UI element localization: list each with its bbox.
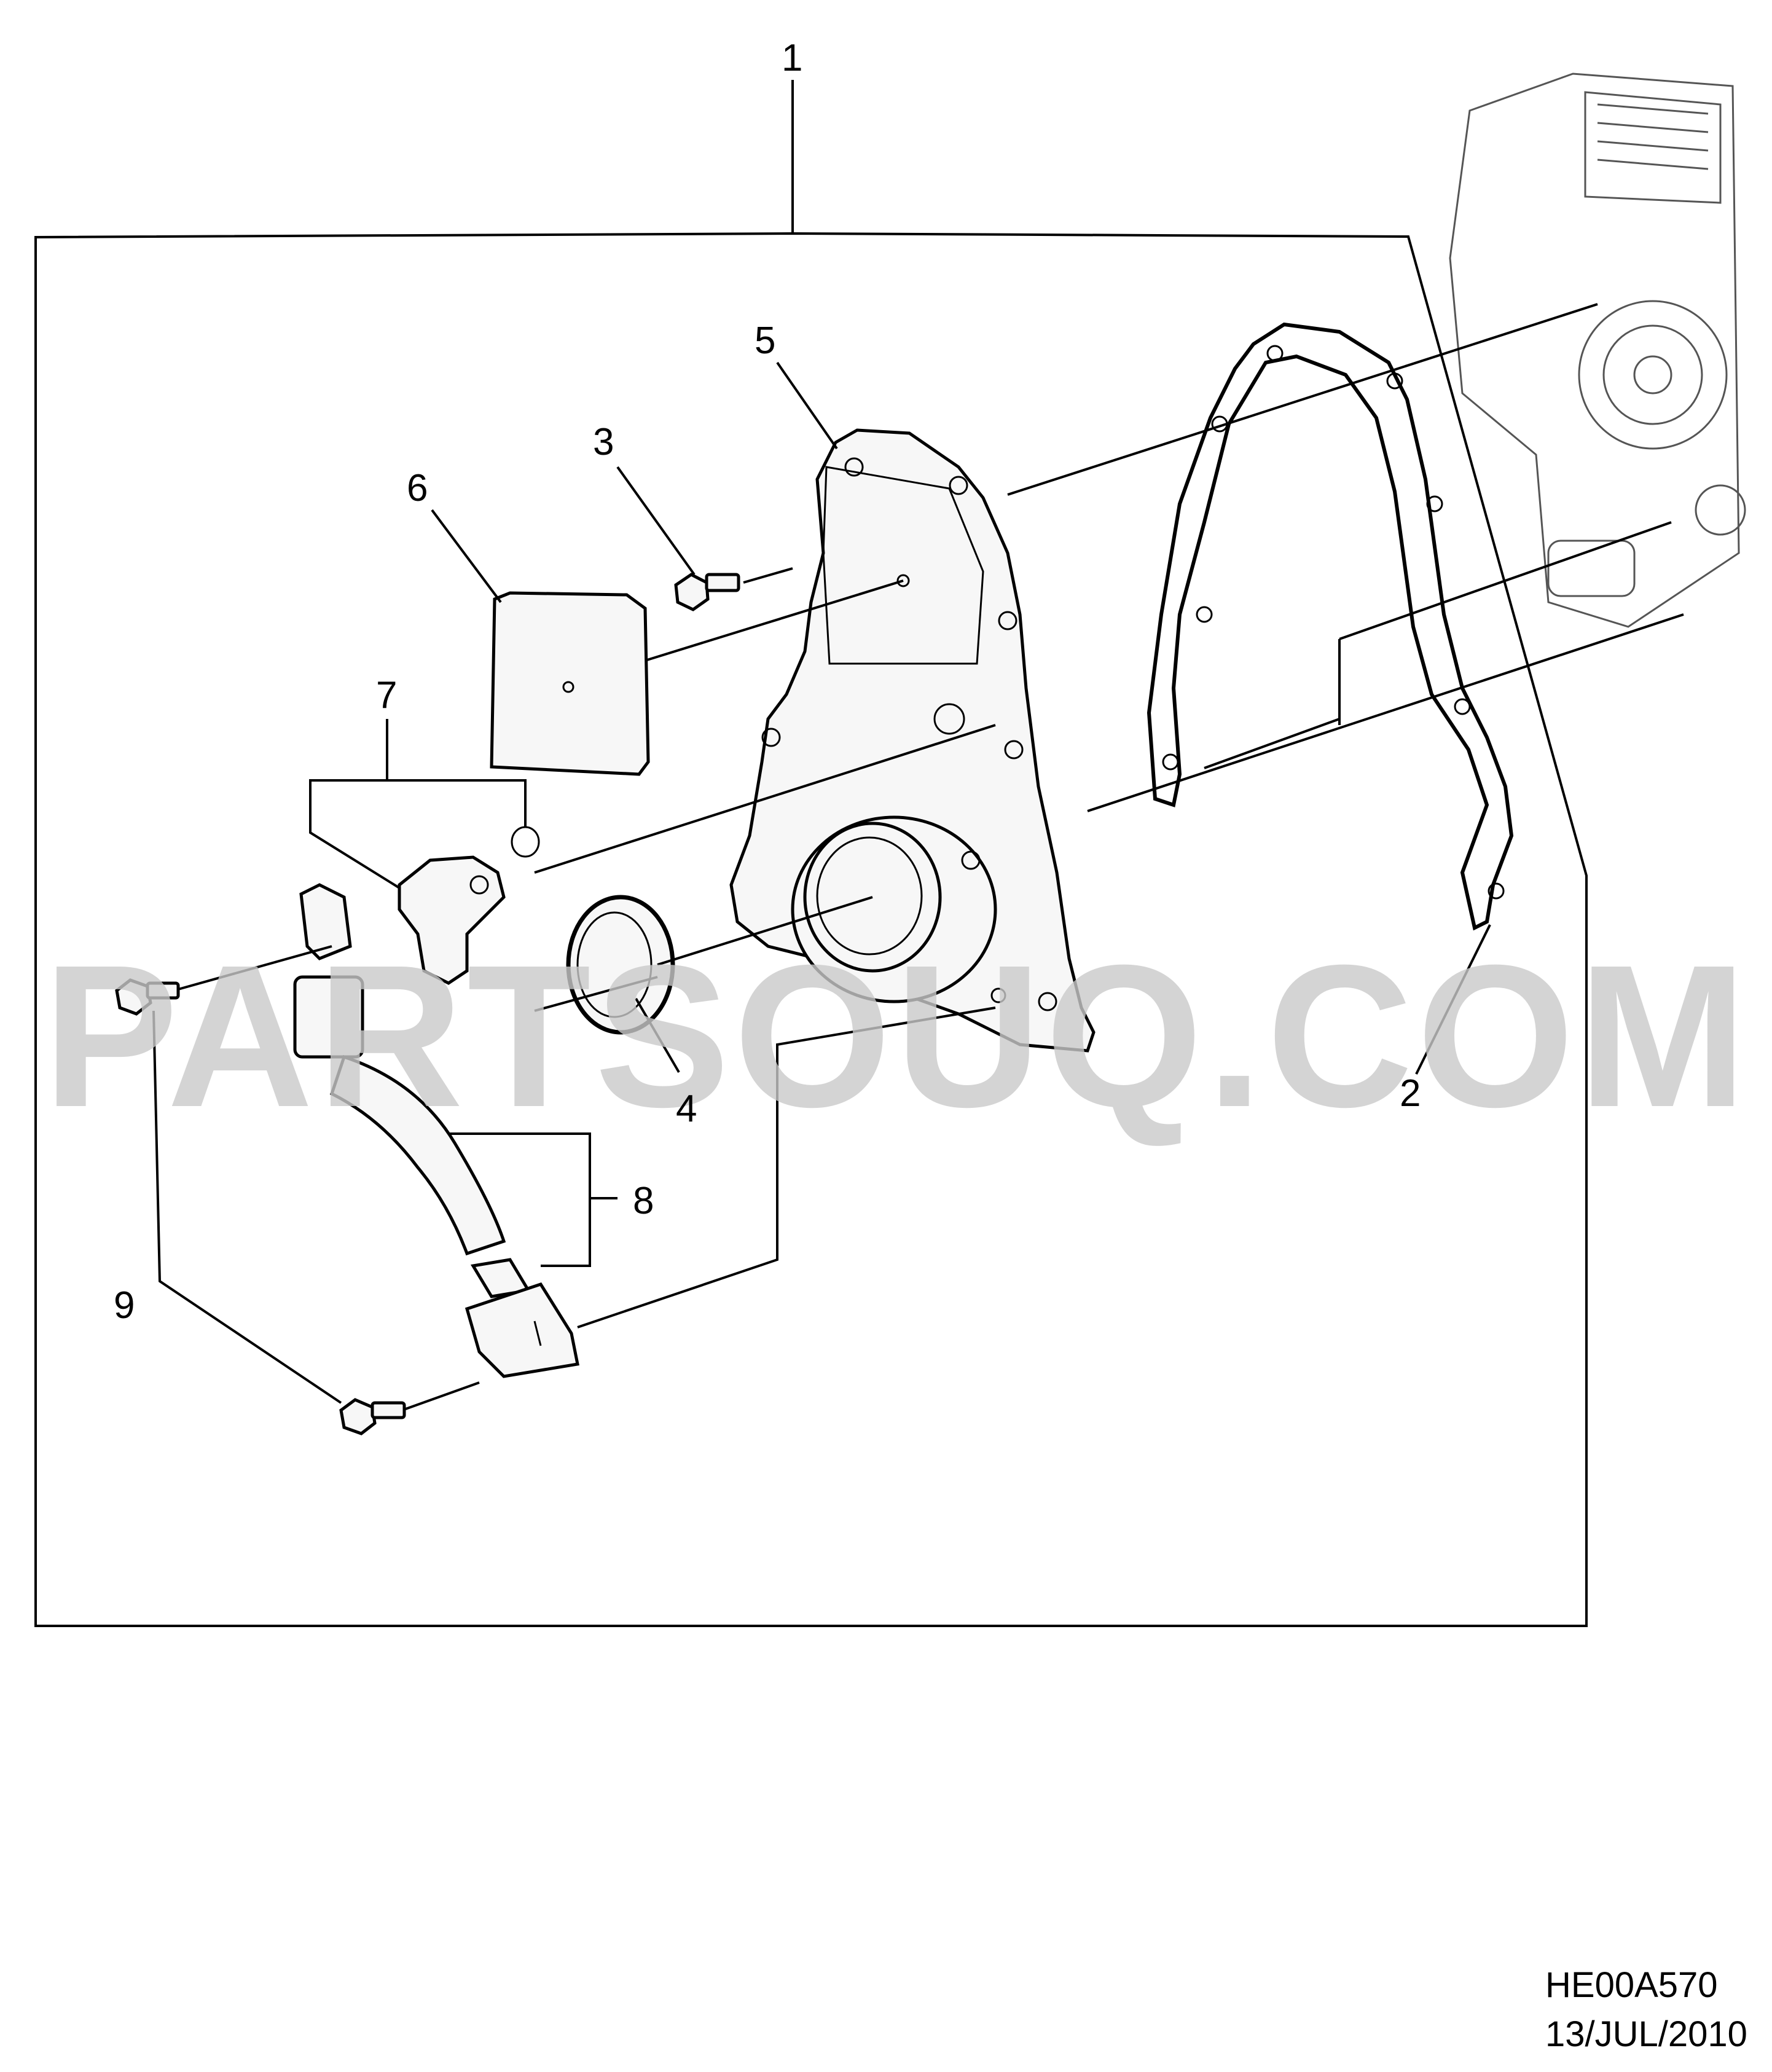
callout-5: 5 bbox=[755, 320, 775, 362]
camshaft-sensor bbox=[398, 826, 540, 985]
callout-7: 7 bbox=[376, 674, 397, 716]
watermark: PARTSOUQ.COM bbox=[43, 922, 1750, 1149]
callout-2: 2 bbox=[1400, 1072, 1421, 1115]
bolt-9-upper bbox=[115, 978, 180, 1016]
cover-plate bbox=[490, 591, 650, 776]
callout-1: 1 bbox=[782, 37, 802, 79]
engine-block-illustration bbox=[1449, 73, 1746, 628]
leader-lines bbox=[152, 361, 1491, 1404]
diagram-date: 13/JUL/2010 bbox=[1545, 2014, 1747, 2054]
bolt-3 bbox=[674, 573, 740, 611]
crankshaft-sensor-harness bbox=[293, 883, 579, 1378]
callout-6: 6 bbox=[407, 467, 428, 509]
callout-4: 4 bbox=[676, 1088, 697, 1130]
callout-8: 8 bbox=[633, 1180, 654, 1222]
callout-9: 9 bbox=[114, 1284, 135, 1327]
diagram-code: HE00A570 bbox=[1545, 1965, 1718, 2005]
callout-3: 3 bbox=[593, 421, 614, 463]
assembly-frame bbox=[34, 80, 1588, 1627]
assembly-lines bbox=[178, 303, 1684, 1410]
bolt-9-lower bbox=[339, 1398, 406, 1435]
crankshaft-seal bbox=[566, 895, 675, 1035]
